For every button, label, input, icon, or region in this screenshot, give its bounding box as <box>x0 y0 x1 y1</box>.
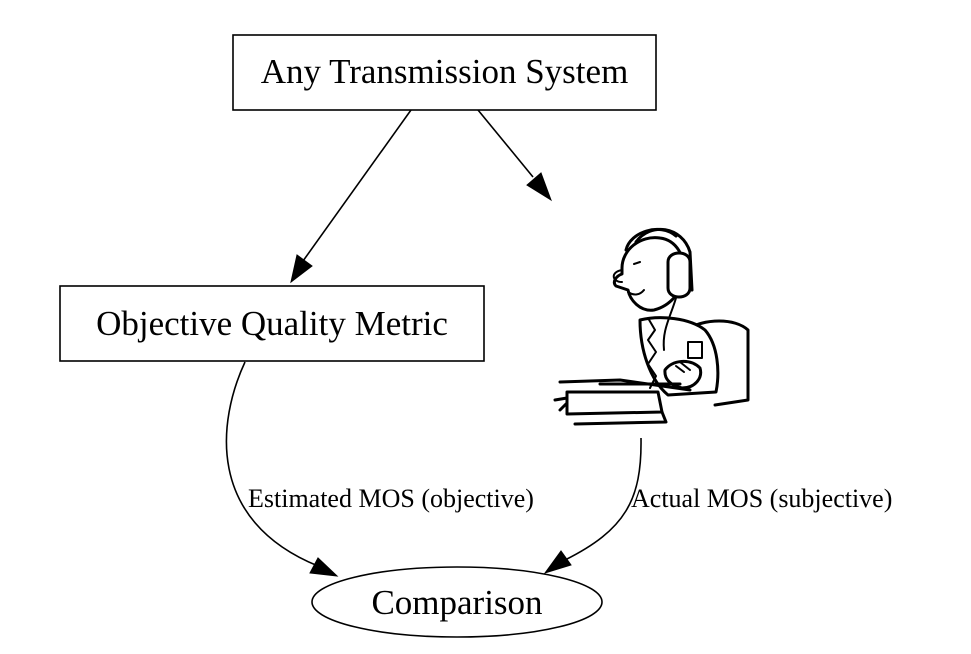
arrowhead-icon <box>290 254 313 284</box>
arrowhead-icon <box>526 172 552 202</box>
listener-with-headphones-icon <box>553 227 750 426</box>
edge-transmission-to-listener <box>477 109 552 202</box>
edge-curve <box>564 437 642 561</box>
node-metric-label: Objective Quality Metric <box>96 304 448 343</box>
node-transmission-system: Any Transmission System <box>232 34 657 111</box>
edge-line <box>477 109 534 178</box>
node-transmission-box <box>232 34 657 111</box>
edge-metric-to-comparison: Estimated MOS (objective) <box>225 361 534 577</box>
node-objective-metric: Objective Quality Metric <box>59 285 485 362</box>
edge-listener-to-comparison: Actual MOS (subjective) <box>543 437 892 574</box>
edge-line <box>302 109 412 262</box>
node-metric-box <box>59 285 485 362</box>
edge-transmission-to-metric <box>290 109 412 284</box>
node-comparison-label: Comparison <box>371 583 542 622</box>
node-transmission-label: Any Transmission System <box>261 52 629 91</box>
edge-estimated-label: Estimated MOS (objective) <box>248 484 534 513</box>
arrowhead-icon <box>309 557 339 577</box>
node-comparison-ellipse <box>311 566 603 638</box>
edge-actual-label: Actual MOS (subjective) <box>631 484 892 513</box>
node-comparison: Comparison <box>311 566 603 638</box>
arrowhead-icon <box>543 550 572 574</box>
edge-curve <box>225 361 319 567</box>
